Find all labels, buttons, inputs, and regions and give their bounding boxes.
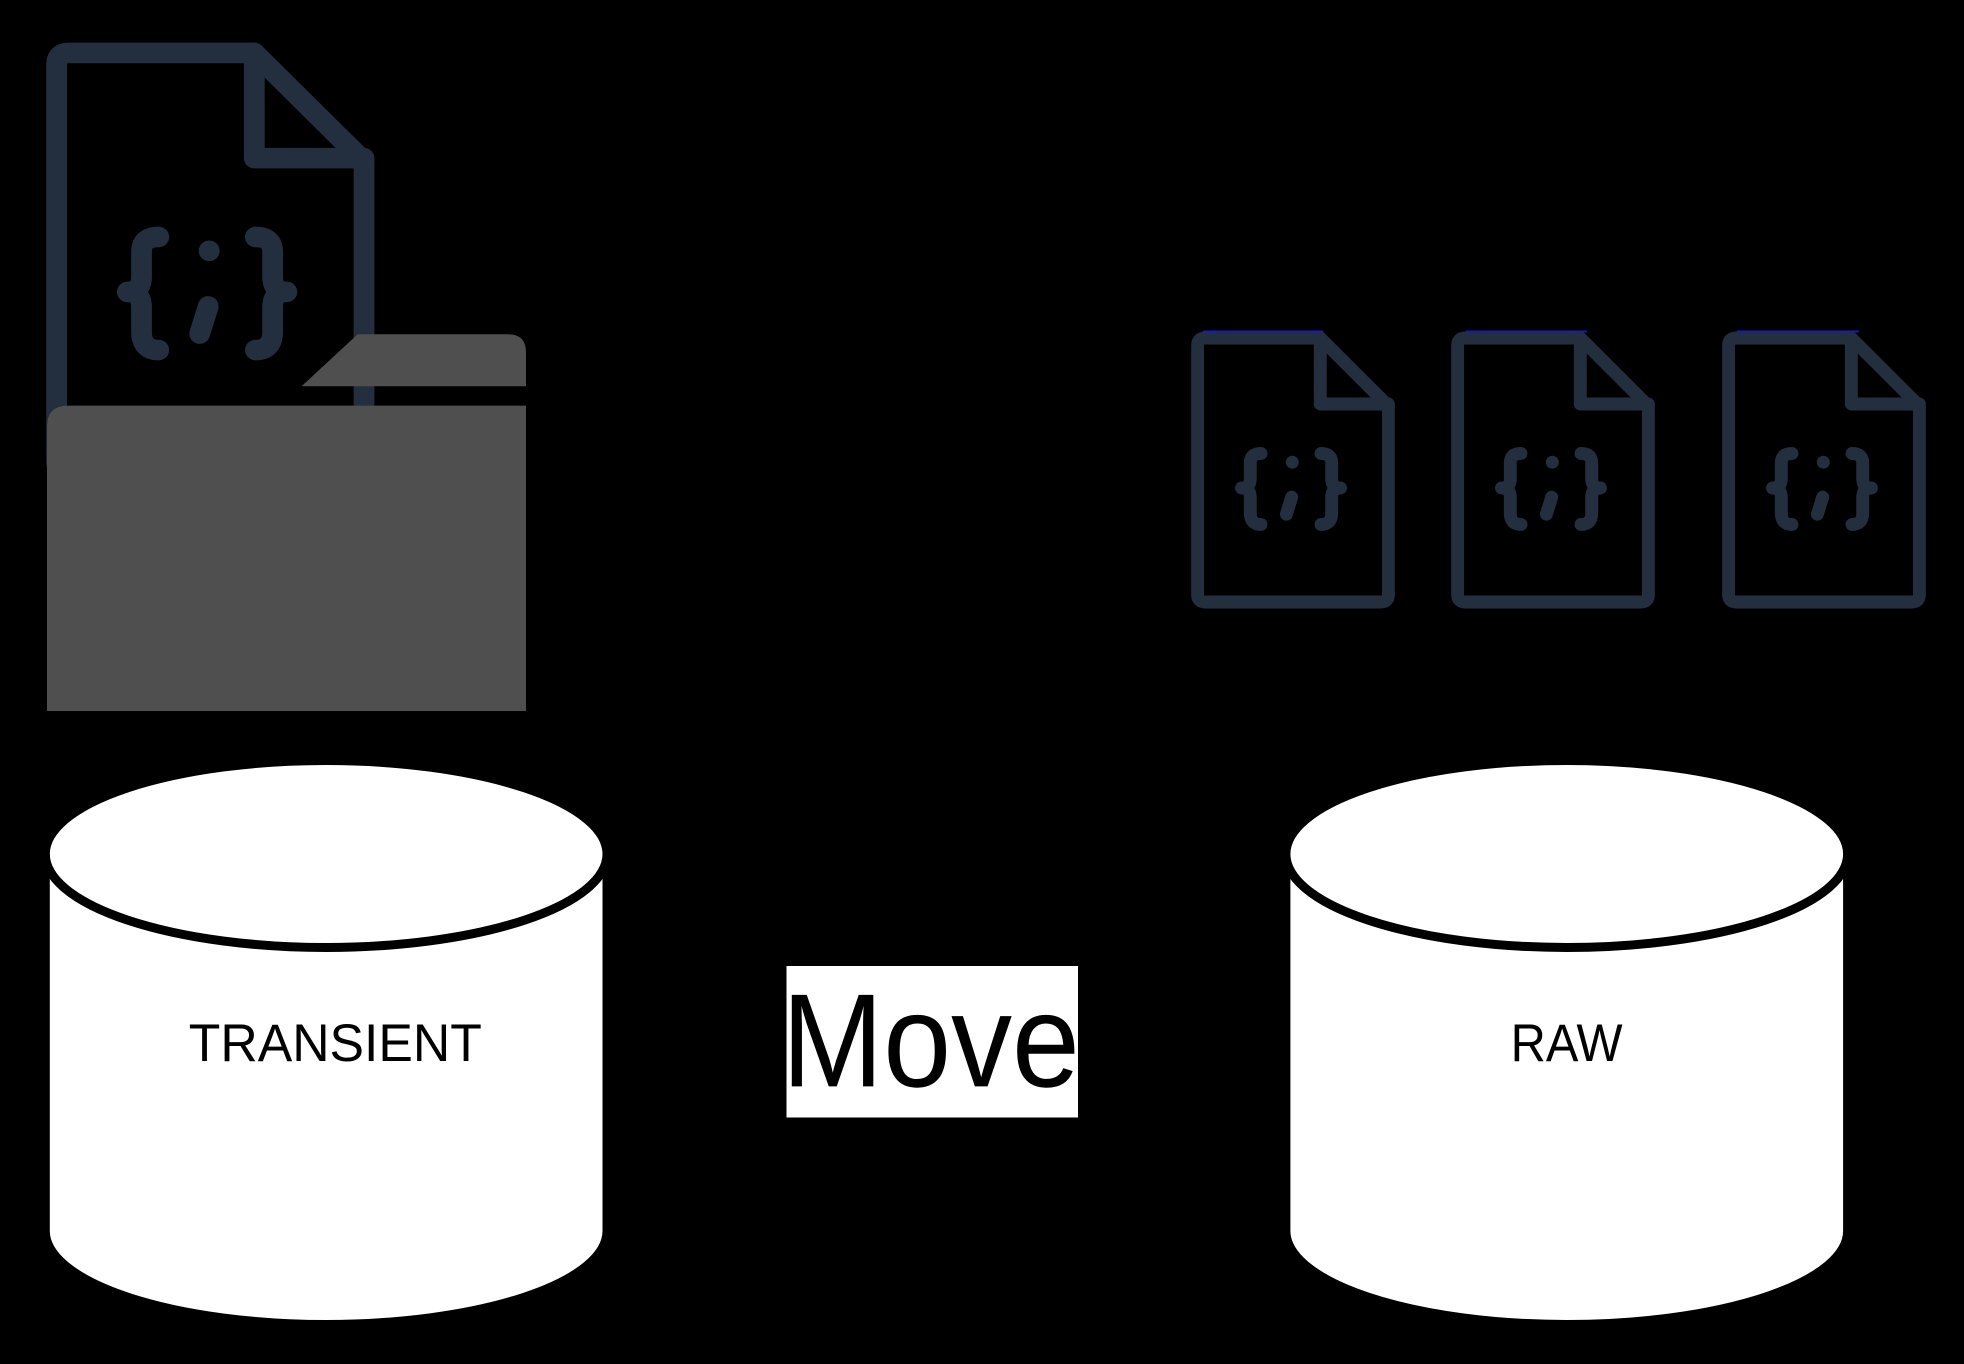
svg-text:RAW: RAW [1511, 1014, 1623, 1073]
svg-text:Move: Move [782, 967, 1080, 1115]
svg-text:TRANSIENT: TRANSIENT [189, 1014, 482, 1073]
